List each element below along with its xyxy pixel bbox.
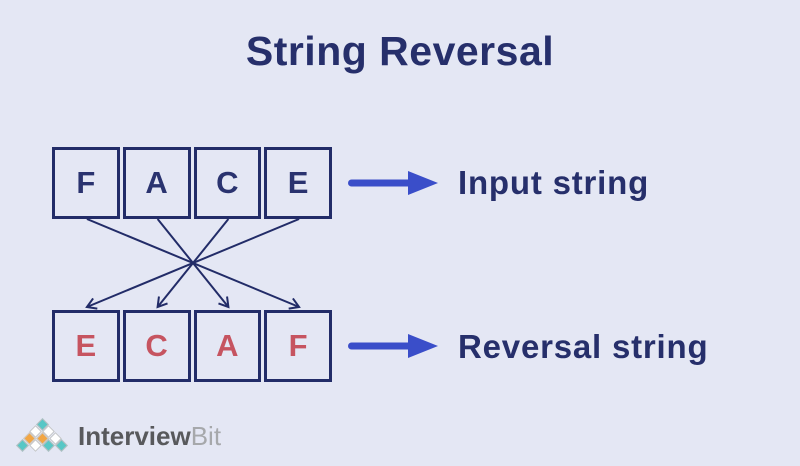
reversal-arrow-icon: [348, 334, 438, 358]
input-string-label: Input string: [458, 164, 650, 201]
page-title: String Reversal: [245, 28, 555, 74]
reversal-string-label: Reversal string: [458, 328, 709, 365]
reversal-cross-arrows: [85, 219, 301, 310]
interviewbit-pyramid-icon: [14, 418, 70, 452]
output-letter-cell: A: [193, 310, 262, 382]
output-letter-cell: E: [52, 310, 120, 382]
input-letter-cell: C: [193, 147, 262, 219]
reversal-mapping-line: [85, 219, 300, 310]
input-letter-cell: E: [264, 147, 332, 219]
input-letter-cell: F: [52, 147, 120, 219]
output-letter-cell: C: [122, 310, 191, 382]
output-letter-cell: F: [264, 310, 332, 382]
input-letter-cell: A: [122, 147, 191, 219]
input-arrow-icon: [348, 171, 438, 195]
logo-text-primary: Interview: [78, 421, 191, 451]
interviewbit-logo: InterviewBit: [14, 418, 221, 452]
logo-text-secondary: Bit: [190, 421, 222, 451]
interviewbit-logo-text: InterviewBit: [78, 423, 221, 452]
